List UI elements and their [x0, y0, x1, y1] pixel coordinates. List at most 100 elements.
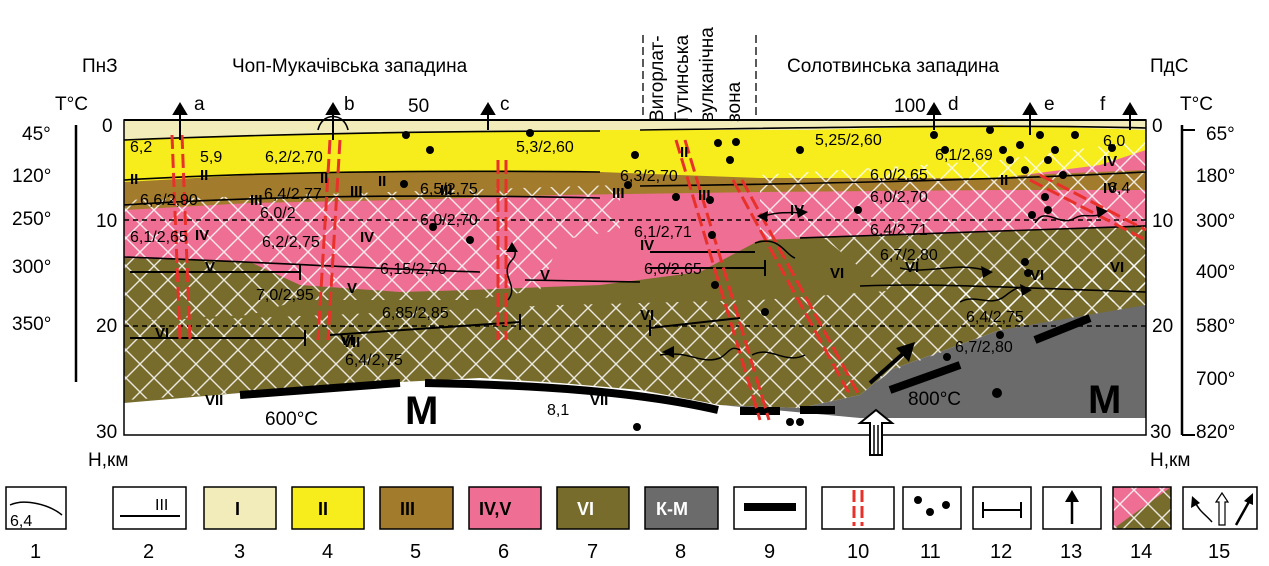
velocity-label: 6,85/2,85 [382, 305, 449, 322]
layer-label: IV [640, 237, 654, 254]
velocity-label: 6,6/2,90 [140, 192, 198, 209]
layer-label: V [347, 280, 357, 297]
velocity-label: 7,0/2,95 [256, 287, 314, 304]
legend-box-4 [291, 486, 365, 530]
section-body [124, 120, 1146, 435]
left-depth-label: H,км [88, 450, 128, 471]
legend-solid-arrow [1234, 499, 1252, 526]
legend-dot-3 [942, 501, 950, 509]
legend-hatch-sample [1112, 486, 1172, 530]
left-depth-20: 20 [96, 316, 117, 337]
legend-num-2: 2 [143, 541, 154, 563]
layer-label: VI [905, 259, 919, 276]
legend-sample-3: I [235, 499, 240, 519]
hatch-zone-west [124, 185, 620, 320]
legend-sample-5: III [400, 499, 415, 519]
volcanic-zone-line-3: вулканічна [697, 27, 718, 122]
layer-label: V [205, 259, 215, 276]
well-b-arc [317, 115, 349, 131]
layer-label: IV [790, 202, 804, 219]
velocity-label: 6,7/2,80 [880, 247, 938, 264]
interval-markers [130, 251, 766, 346]
legend-box-11-layout [902, 486, 962, 530]
layer-label: VI [830, 265, 844, 282]
legend-sample-7: VI [577, 499, 594, 519]
left-depth-0: 0 [102, 116, 113, 137]
legend-num-11-layout: 11 [920, 541, 941, 563]
velocity-label: 5,3/2,60 [516, 139, 574, 156]
velocity-label: 6,4/2,75 [966, 309, 1024, 326]
moho-label-east: M [1088, 378, 1121, 422]
layer-label: IV [360, 229, 374, 246]
legend-wavy-arrowhead [1191, 496, 1200, 508]
left-temp-300: 300° [12, 257, 51, 278]
seismic-boundaries [123, 125, 1147, 293]
legend-sample-4: II [318, 499, 328, 519]
legend-sample-6: IV,V [479, 499, 511, 519]
well-markers [172, 102, 1138, 140]
temp-600-label: 600°C [265, 409, 318, 430]
layer-label: VI [340, 332, 354, 349]
legend-box-12-layout [972, 486, 1032, 530]
well-label-f: f [1100, 94, 1106, 115]
fault-lines [170, 134, 1147, 421]
moho-label-west: M [405, 389, 438, 433]
velocity-label: 6,1/2,69 [935, 147, 993, 164]
velocity-label: 6,0 [1103, 133, 1125, 150]
velocity-label: 8,1 [547, 402, 569, 419]
layer-label: VI [640, 307, 654, 324]
layer-I [124, 120, 1146, 140]
velocity-label: 6,2/2,70 [265, 149, 323, 166]
right-temp-820: 820° [1196, 422, 1235, 443]
velocity-label: 6,0/2,70 [870, 189, 928, 206]
left-temp-label: T°C [55, 94, 88, 115]
layer-KM [720, 305, 1146, 418]
velocity-label: 6,4/2,77 [264, 186, 322, 203]
legend-box-6 [468, 486, 542, 530]
legend-num-14-layout: 14 [1130, 541, 1152, 563]
legend-num-15-layout: 15 [1208, 541, 1230, 563]
volcanic-zone-line-4: зона [724, 81, 745, 122]
left-depth-10: 10 [96, 211, 117, 232]
legend: 6,4 1 III 2 I 3 II 4 III 5 IV,V 6 VI 7 К… [5, 486, 895, 563]
layer-label: VII [205, 392, 223, 409]
right-depth-20: 20 [1152, 316, 1173, 337]
temp-800-label: 800°C [908, 389, 961, 410]
legend-solid-arrowhead [1244, 493, 1253, 505]
velocity-label: 6,2 [130, 139, 152, 156]
legend-num-4: 4 [322, 541, 333, 563]
legend-num-1: 1 [30, 541, 41, 563]
layer-label: II [130, 171, 138, 188]
well-label-d: d [948, 94, 959, 115]
volcanic-zone-title: Вигорлат- Гутинська вулканічна зона [647, 27, 745, 122]
legend-num-9: 9 [764, 541, 775, 563]
layer-label: II [680, 144, 688, 161]
legend-num-12-layout: 12 [990, 541, 1012, 563]
legend-sample-8: К-М [656, 499, 688, 519]
legend-num-13-layout: 13 [1060, 541, 1082, 563]
left-temp-45: 45° [22, 124, 51, 145]
legend-num-3: 3 [234, 541, 245, 563]
layer-labels: II II III IV V VI VII VII II II III IV V… [130, 144, 1124, 409]
velocity-label: 6,4/2,75 [345, 352, 403, 369]
velocity-label: 6,15/2,70 [380, 261, 447, 278]
flow-arrowheads [506, 206, 1108, 358]
layer-label: IV [1103, 153, 1117, 170]
right-depth-label: H,км [1150, 450, 1190, 471]
well-label-e: e [1044, 94, 1055, 115]
legend-box-2 [112, 486, 187, 530]
velocity-label: 6,4/2,71 [870, 222, 928, 239]
legend-num-6: 6 [498, 541, 509, 563]
earthquake-hypocenters [400, 126, 1116, 431]
right-depth-10: 10 [1152, 211, 1173, 232]
right-temp-700: 700° [1196, 369, 1235, 390]
legend-sample-2: III [155, 497, 168, 514]
right-temp-580: 580° [1196, 316, 1235, 337]
layer-label: VII [590, 392, 608, 409]
left-temp-350: 350° [12, 314, 51, 335]
legend-line-1 [9, 501, 63, 516]
legend-box-5 [379, 486, 454, 530]
velocity-label: 6,3/2,70 [620, 168, 678, 185]
layer-label: II [1000, 172, 1008, 189]
well-label-b: b [344, 94, 355, 115]
